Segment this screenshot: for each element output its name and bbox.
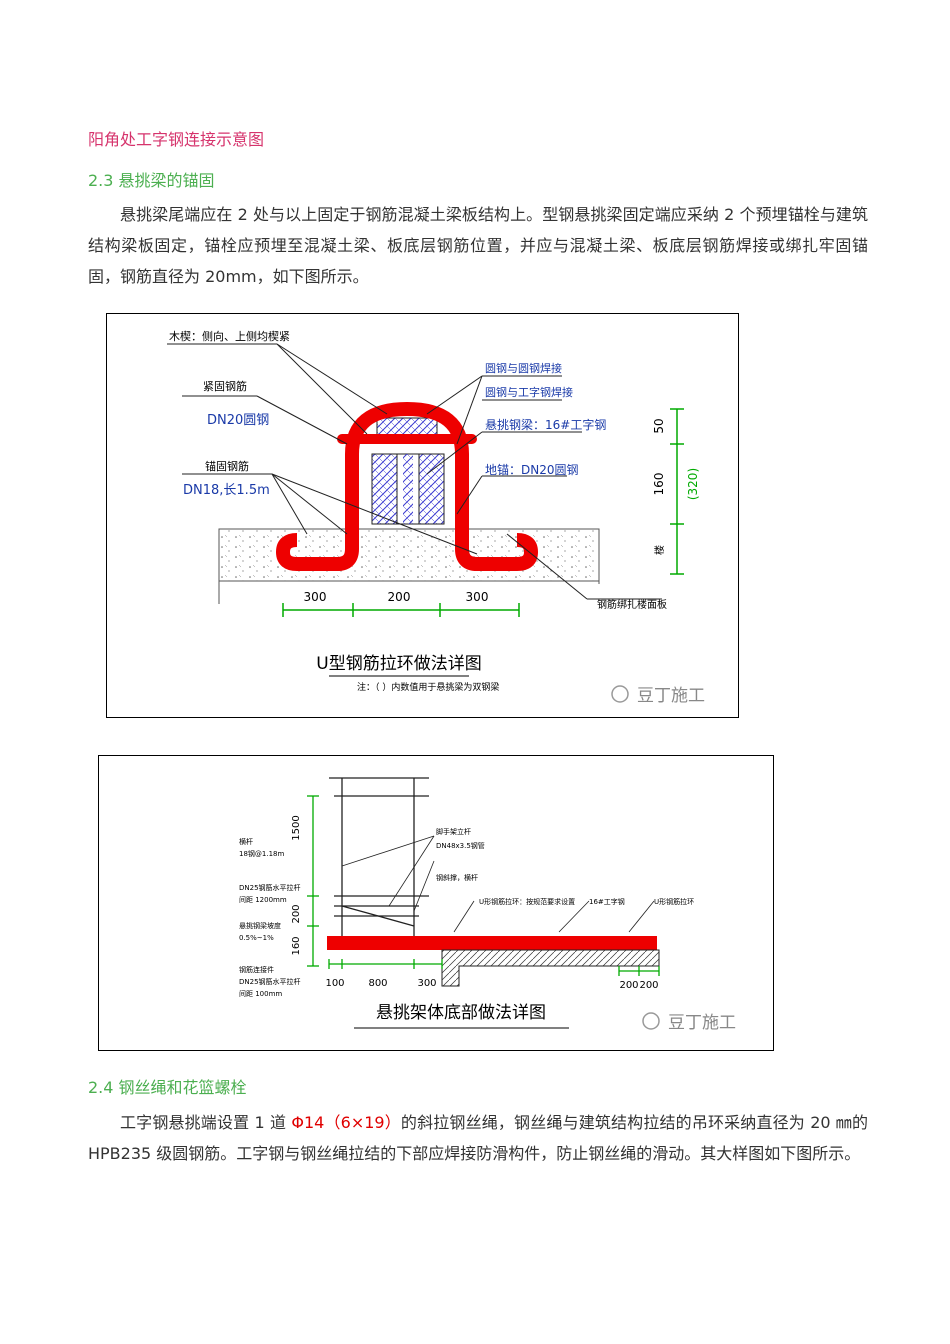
left-label-9: 间距 100mm — [239, 990, 282, 998]
label-fix-rebar: 紧固钢筋 — [203, 379, 247, 393]
left-label-2: 18钢@1.18m — [239, 849, 284, 858]
steel-beam — [327, 936, 657, 950]
figure-u-ring-detail: 木楔：侧向、上侧均楔紧 紧固钢筋 DN20圆钢 锚固钢筋 DN18,长1.5m … — [106, 313, 739, 718]
hdim-300: 300 — [417, 978, 436, 989]
vdim-floor: 楼 — [653, 545, 666, 555]
para2-text-a: 工字钢悬挑端设置 1 道 — [120, 1113, 292, 1132]
fig1-note: 注：（ ）内数值用于悬挑梁为双钢梁 — [357, 681, 499, 693]
dim-mid: 200 — [388, 590, 411, 604]
label-fix-rebar-size: DN20圆钢 — [207, 413, 269, 428]
right-label-6: U形钢筋拉环 — [654, 897, 694, 906]
hdim-200a: 200 — [619, 980, 638, 991]
para2-rope-spec: Φ14（6×19） — [291, 1113, 401, 1132]
left-label-5: 悬挑钢梁坡度 — [239, 921, 281, 930]
left-label-1: 横杆 — [239, 837, 253, 846]
wechat-icon — [611, 685, 629, 703]
vdim-200: 200 — [291, 904, 302, 923]
dim-right: 300 — [466, 590, 489, 604]
vertical-dimensions — [670, 408, 684, 575]
left-label-7: 钢筋连接件 — [239, 965, 274, 974]
vdim-320: (320) — [686, 468, 700, 500]
label-anchor-rebar: 锚固钢筋 — [205, 459, 249, 473]
fig2-vertical-dims — [307, 795, 319, 967]
vdim-1500: 1500 — [291, 815, 302, 840]
left-label-3: DN25钢筋水平拉杆 — [239, 883, 301, 892]
paragraph-anchoring: 悬挑梁尾端应在 2 处与以上固定于钢筋混凝土梁板结构上。型钢悬挑梁固定端应采纳 … — [88, 205, 868, 286]
figure-cantilever-bottom: 1500 200 160 横杆 18钢@1.18m DN25钢筋水平拉杆 间距 … — [98, 755, 774, 1051]
dim-left: 300 — [304, 590, 327, 604]
scaffold-frame — [329, 777, 429, 936]
hdim-200b: 200 — [639, 980, 658, 991]
section-heading-2-4: 2.4 钢丝绳和花篮螺栓 — [88, 1078, 247, 1097]
vdim-50: 50 — [652, 418, 666, 433]
hdim-800: 800 — [368, 978, 387, 989]
right-label-5: 16#工字钢 — [589, 897, 625, 906]
hdim-100: 100 — [325, 978, 344, 989]
left-label-8: DN25钢筋水平拉杆 — [239, 977, 301, 986]
label-wedge: 木楔：侧向、上侧均楔紧 — [169, 329, 290, 343]
right-label-2: DN48x3.5钢管 — [436, 841, 485, 850]
label-weld-2: 圆钢与工字钢焊接 — [485, 385, 573, 399]
fig2-horizontal-dims — [328, 959, 660, 976]
figure-caption: 阳角处工字钢连接示意图 — [88, 130, 265, 149]
para2-text-b: 的斜拉钢丝绳，钢丝绳与建筑结构拉结的吊环采纳直径为 20 ㎜的 HPB235 级… — [88, 1113, 868, 1163]
right-label-3: 钢斜撑，横杆 — [436, 873, 478, 882]
section-heading-2-3: 2.3 悬挑梁的锚固 — [88, 171, 215, 190]
floor-slab — [441, 949, 660, 987]
label-anchor-size: DN18,长1.5m — [183, 483, 270, 498]
label-weld-1: 圆钢与圆钢焊接 — [485, 361, 562, 375]
horizontal-dimensions — [282, 603, 520, 617]
fig2-title: 悬挑架体底部做法详图 — [376, 1003, 546, 1023]
left-label-4: 间距 1200mm — [239, 896, 287, 904]
wechat-icon — [642, 1012, 660, 1030]
concrete-slab — [218, 528, 600, 582]
fig1-watermark: 豆丁施工 — [637, 686, 705, 706]
paragraph-wire-rope: 工字钢悬挑端设置 1 道 Φ14（6×19）的斜拉钢丝绳，钢丝绳与建筑结构拉结的… — [88, 1107, 868, 1169]
right-label-1: 脚手架立杆 — [436, 827, 471, 836]
label-ground-anchor: 地锚：DN20圆钢 — [485, 462, 579, 477]
label-bind: 钢筋绑扎楼面板 — [597, 598, 667, 611]
right-label-4: U形钢筋拉环：按规范要求设置 — [479, 897, 575, 906]
vdim-160b: 160 — [291, 936, 302, 955]
vdim-160: 160 — [652, 473, 666, 496]
fig2-watermark: 豆丁施工 — [668, 1013, 736, 1033]
left-label-6: 0.5%~1% — [239, 934, 274, 942]
fig1-title: U型钢筋拉环做法详图 — [316, 654, 481, 674]
u-ring-drawing: 木楔：侧向、上侧均楔紧 紧固钢筋 DN20圆钢 锚固钢筋 DN18,长1.5m … — [167, 329, 705, 706]
label-beam: 悬挑钢梁：16#工字钢 — [485, 417, 606, 432]
cantilever-drawing: 1500 200 160 横杆 18钢@1.18m DN25钢筋水平拉杆 间距 … — [239, 777, 736, 1033]
